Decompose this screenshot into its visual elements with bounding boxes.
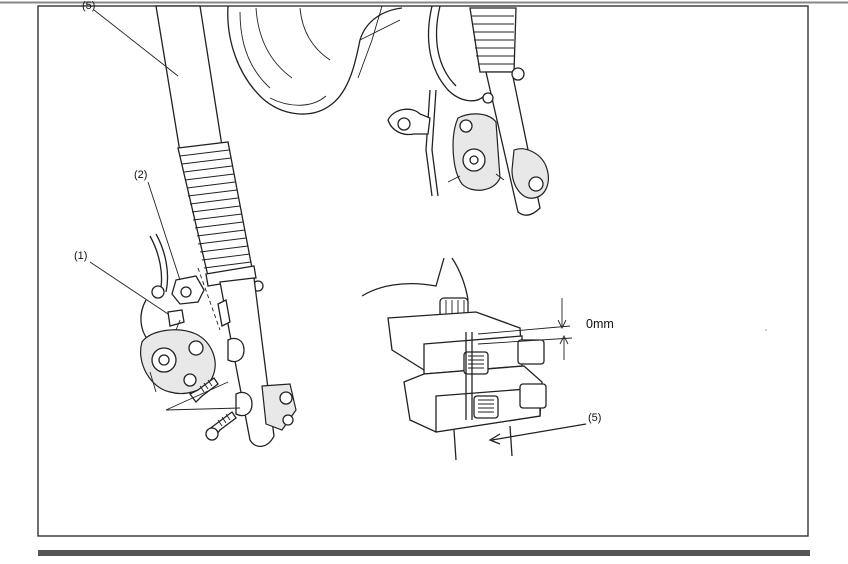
bottom-rule <box>38 550 810 556</box>
clearance-label: 0mm <box>586 317 614 331</box>
callout-label-1: (1) <box>74 250 87 262</box>
upper-right-fork-assembly <box>387 5 549 216</box>
callout-5-detail: (5) <box>588 412 601 424</box>
callout-1: (1) <box>74 250 169 315</box>
scan-speck <box>765 329 767 331</box>
callout-label-5-top: (5) <box>82 0 95 12</box>
left-caliper-assembly <box>140 233 241 441</box>
callout-label-2: (2) <box>134 169 147 181</box>
left-fork-leg <box>155 5 297 447</box>
tank-outline <box>227 5 403 115</box>
callout-2: (2) <box>134 169 181 281</box>
caliper-bolt-lower <box>205 411 237 441</box>
fork-boot-ribs <box>179 149 252 269</box>
callout-5-top: (5) <box>82 0 179 77</box>
callout-label-5-detail: (5) <box>588 412 601 424</box>
clamp-detail-view <box>361 257 587 461</box>
clearance-value: 0mm <box>586 317 614 331</box>
figure-frame <box>37 5 809 537</box>
